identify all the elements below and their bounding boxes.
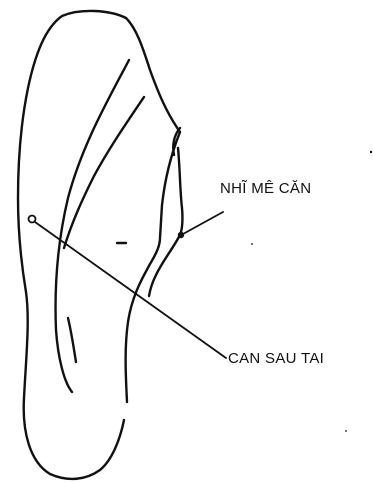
label-nhi-me-can: NHĨ MÊ CĂN xyxy=(220,180,311,197)
label-can-sau-tai: CAN SAU TAI xyxy=(228,350,324,367)
point-nhi-me-can-dot xyxy=(178,232,184,238)
ear-outer-helix xyxy=(18,11,180,479)
ear-antihelix-outer-ridge xyxy=(56,60,130,392)
speck xyxy=(251,243,253,245)
ear-lobe-mark xyxy=(68,318,76,362)
speck xyxy=(345,430,347,432)
leader-line-can-sau-tai xyxy=(35,222,226,358)
speck xyxy=(370,151,372,153)
leader-line-nhi-me-can xyxy=(183,212,223,234)
ear-concha-ridge-mid xyxy=(178,148,182,235)
ear-concha-ridge-lower xyxy=(149,235,180,296)
